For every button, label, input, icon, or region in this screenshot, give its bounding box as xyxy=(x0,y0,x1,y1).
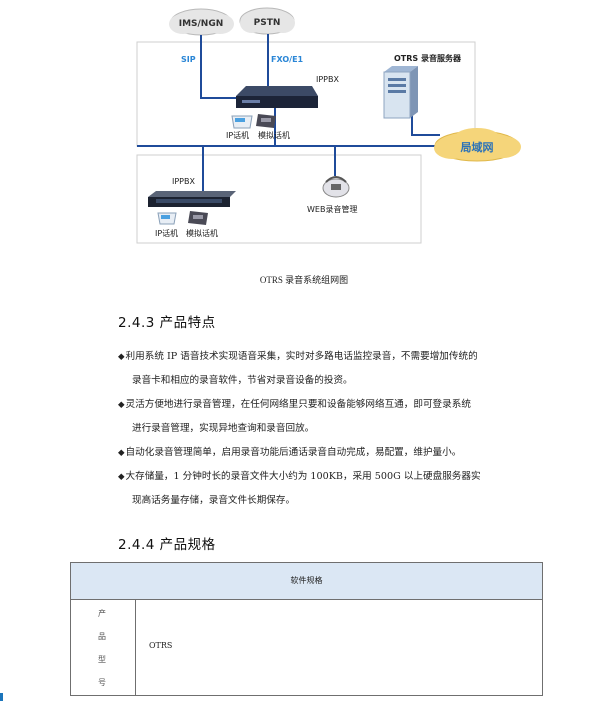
branch-network-frame xyxy=(136,154,422,244)
spec-table-row: 产 品 型 号 OTRS xyxy=(71,600,542,696)
ims-ngn-cloud: IMS/NGN xyxy=(169,8,234,36)
pstn-label: PSTN xyxy=(254,18,281,28)
page-edge-marker xyxy=(0,693,3,701)
ip-phone-top-label: IP话机 xyxy=(226,130,249,140)
ims-ngn-label: IMS/NGN xyxy=(179,19,224,29)
feature-line-cont: 录音卡和相应的录音软件，节省对录音设备的投资。 xyxy=(132,375,353,386)
diamond-bullet-icon: ◆ xyxy=(118,448,125,458)
ip-phone-top-icon xyxy=(231,115,253,129)
analog-phone-bottom-label: 模拟话机 xyxy=(186,228,218,238)
spec-table: 软件规格 产 品 型 号 OTRS xyxy=(70,562,543,696)
spec-table-header: 软件规格 xyxy=(71,563,542,600)
network-links xyxy=(137,34,440,195)
diamond-bullet-icon: ◆ xyxy=(118,400,125,410)
feature-item: ◆灵活方便地进行录音管理，在任何网络里只要和设备能够网络互通，即可登录系统 进行… xyxy=(118,393,538,441)
features-heading: 2.4.3 产品特点 xyxy=(118,315,216,331)
spec-label-char: 品 xyxy=(98,632,106,641)
lan-cloud: 局域网 xyxy=(434,128,521,162)
feature-line-cont: 现高话务量存储，录音文件长期保存。 xyxy=(132,495,296,506)
ippbx-branch-device xyxy=(148,191,236,207)
diamond-bullet-icon: ◆ xyxy=(118,472,125,482)
lan-label: 局域网 xyxy=(460,140,494,154)
ip-phone-bottom-icon xyxy=(157,212,177,225)
ippbx-branch-label: IPPBX xyxy=(172,177,195,186)
analog-phone-bottom-icon xyxy=(188,211,208,225)
web-mgmt-label: WEB录音管理 xyxy=(307,204,357,214)
sip-label: SIP xyxy=(181,55,196,64)
analog-phone-top-icon xyxy=(256,114,276,128)
ippbx-main-label: IPPBX xyxy=(316,75,339,84)
feature-item: ◆利用系统 IP 语音技术实现语音采集，实时对多路电话监控录音，不需要增加传统的… xyxy=(118,345,538,393)
web-mgmt-phone-icon xyxy=(322,176,350,198)
fxo-e1-label: FXO/E1 xyxy=(271,55,304,64)
ippbx-main-device xyxy=(236,86,318,108)
feature-item: ◆大存储量，1 分钟时长的录音文件大小约为 100KB，采用 500G 以上硬盘… xyxy=(118,465,538,513)
feature-line: 利用系统 IP 语音技术实现语音采集，实时对多路电话监控录音，不需要增加传统的 xyxy=(125,351,478,362)
diamond-bullet-icon: ◆ xyxy=(118,352,125,362)
otrs-server-icon xyxy=(383,66,418,119)
ip-phone-bottom-label: IP话机 xyxy=(155,228,178,238)
feature-line: 灵活方便地进行录音管理，在任何网络里只要和设备能够网络互通，即可登录系统 xyxy=(125,399,471,410)
spec-label-char: 型 xyxy=(98,655,106,664)
network-diagram: IMS/NGN PSTN SIP FXO/E1 IPPBX xyxy=(0,0,608,260)
spec-label-char: 号 xyxy=(98,678,106,687)
feature-list: ◆利用系统 IP 语音技术实现语音采集，实时对多路电话监控录音，不需要增加传统的… xyxy=(118,345,538,513)
feature-line-cont: 进行录音管理，实现异地查询和录音回放。 xyxy=(132,423,315,434)
otrs-server-label: OTRS 录音服务器 xyxy=(394,53,462,63)
spec-row-value: OTRS xyxy=(149,640,173,650)
diagram-caption: OTRS 录音系统组网图 xyxy=(259,275,349,285)
specs-heading: 2.4.4 产品规格 xyxy=(118,537,216,553)
spec-row-label: 产 品 型 号 xyxy=(71,600,136,696)
spec-label-char: 产 xyxy=(98,609,106,618)
feature-line: 自动化录音管理简单，启用录音功能后通话录音自动完成，易配置，维护量小。 xyxy=(125,447,462,458)
feature-line: 大存储量，1 分钟时长的录音文件大小约为 100KB，采用 500G 以上硬盘服… xyxy=(125,471,481,482)
analog-phone-top-label: 模拟话机 xyxy=(258,130,290,140)
feature-item: ◆自动化录音管理简单，启用录音功能后通话录音自动完成，易配置，维护量小。 xyxy=(118,441,538,465)
pstn-cloud: PSTN xyxy=(239,7,295,35)
